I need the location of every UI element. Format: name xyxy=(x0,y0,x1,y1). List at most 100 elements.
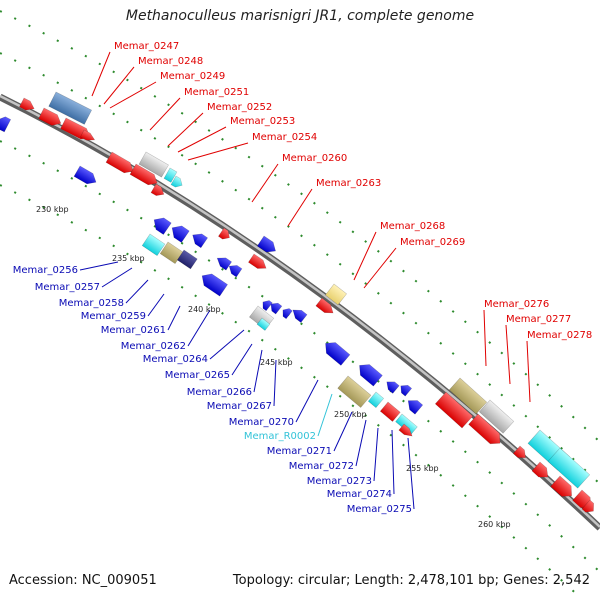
reverse-gene-label[interactable]: Memar_0270 xyxy=(229,417,294,428)
reverse-gene-label[interactable]: Memar_R0002 xyxy=(244,431,316,442)
gene-feature[interactable] xyxy=(355,360,383,387)
gene-feature[interactable] xyxy=(48,91,92,125)
forward-leader-line xyxy=(187,142,249,161)
gene-feature[interactable] xyxy=(163,167,178,183)
forward-gene-label[interactable]: Memar_0254 xyxy=(252,132,317,143)
reverse-leader-line xyxy=(407,437,415,510)
gene-feature[interactable] xyxy=(384,378,400,394)
reverse-gene-label[interactable]: Memar_0272 xyxy=(289,461,354,472)
reverse-gene-label[interactable]: Memar_0274 xyxy=(327,489,392,500)
gene-feature[interactable] xyxy=(214,254,232,271)
forward-gene-label[interactable]: Memar_0278 xyxy=(527,330,592,341)
gene-feature[interactable] xyxy=(105,151,136,176)
forward-gene-label[interactable]: Memar_0263 xyxy=(316,178,381,189)
gene-feature[interactable] xyxy=(80,129,96,143)
gene-feature[interactable] xyxy=(478,399,515,434)
gene-feature[interactable] xyxy=(404,396,424,415)
gene-feature[interactable] xyxy=(248,253,269,272)
gene-feature[interactable] xyxy=(581,499,597,516)
gene-feature[interactable] xyxy=(150,183,166,199)
reverse-gene-label[interactable]: Memar_0256 xyxy=(13,265,78,276)
gene-feature[interactable] xyxy=(337,375,372,408)
forward-leader-line xyxy=(363,247,397,289)
reverse-leader-line xyxy=(373,427,379,482)
gene-feature[interactable] xyxy=(531,461,552,482)
gene-feature[interactable] xyxy=(325,283,347,306)
forward-gene-label[interactable]: Memar_0269 xyxy=(400,237,465,248)
gene-feature[interactable] xyxy=(321,338,351,366)
forward-gene-label[interactable]: Memar_0252 xyxy=(207,102,272,113)
forward-gene-label[interactable]: Memar_0253 xyxy=(230,116,295,127)
gene-feature[interactable] xyxy=(434,391,474,429)
gene-feature[interactable] xyxy=(73,165,99,187)
gene-feature[interactable] xyxy=(176,249,198,270)
tick-rows xyxy=(0,10,600,600)
label-leader-lines xyxy=(79,51,531,510)
reverse-gene-label[interactable]: Memar_0271 xyxy=(267,446,332,457)
reverse-leader-line xyxy=(125,279,149,304)
gene-feature[interactable] xyxy=(189,230,208,249)
gene-feature[interactable] xyxy=(198,270,228,297)
gene-feature[interactable] xyxy=(468,413,505,448)
gene-feature[interactable] xyxy=(290,306,308,323)
forward-gene-label[interactable]: Memar_0268 xyxy=(380,221,445,232)
reverse-leader-line xyxy=(355,419,367,467)
gene-feature[interactable] xyxy=(19,97,36,113)
scale-tick-row xyxy=(0,140,600,573)
forward-leader-line xyxy=(353,231,377,281)
gene-feature[interactable] xyxy=(226,262,243,278)
gene-feature[interactable] xyxy=(398,423,415,439)
scale-tick-row xyxy=(0,10,600,443)
gene-feature[interactable] xyxy=(129,163,160,188)
reverse-gene-label[interactable]: Memar_0261 xyxy=(101,325,166,336)
gene-feature[interactable] xyxy=(141,233,166,257)
forward-gene-label[interactable]: Memar_0276 xyxy=(484,299,549,310)
forward-leader-line xyxy=(505,324,511,385)
gene-feature[interactable] xyxy=(448,377,488,415)
gene-feature[interactable] xyxy=(550,475,577,501)
gene-feature[interactable] xyxy=(0,114,12,133)
forward-gene-label[interactable]: Memar_0251 xyxy=(184,87,249,98)
reverse-gene-label[interactable]: Memar_0259 xyxy=(81,311,146,322)
gene-labels: Memar_0247Memar_0248Memar_0249Memar_0251… xyxy=(13,41,592,515)
reverse-gene-label[interactable]: Memar_0262 xyxy=(121,341,186,352)
reverse-gene-label[interactable]: Memar_0265 xyxy=(165,370,230,381)
gene-feature[interactable] xyxy=(379,401,401,422)
reverse-gene-label[interactable]: Memar_0273 xyxy=(307,476,372,487)
reverse-gene-label[interactable]: Memar_0266 xyxy=(187,387,252,398)
reverse-gene-label[interactable]: Memar_0257 xyxy=(35,282,100,293)
reverse-gene-label[interactable]: Memar_0275 xyxy=(347,504,412,515)
gene-feature[interactable] xyxy=(218,227,232,242)
gene-feature[interactable] xyxy=(159,241,184,265)
gene-feature[interactable] xyxy=(168,222,190,243)
forward-gene-label[interactable]: Memar_0260 xyxy=(282,153,347,164)
forward-gene-label[interactable]: Memar_0249 xyxy=(160,71,225,82)
gene-feature[interactable] xyxy=(280,306,293,320)
genome-backbone-highlight xyxy=(0,94,600,528)
forward-gene-label[interactable]: Memar_0247 xyxy=(114,41,179,52)
gene-feature[interactable] xyxy=(268,300,283,315)
gene-feature[interactable] xyxy=(150,214,172,235)
scale-tick-row xyxy=(0,184,585,600)
scale-tick-label: 240 kbp xyxy=(188,305,221,314)
gene-feature[interactable] xyxy=(256,317,271,331)
gene-feature[interactable] xyxy=(260,298,273,312)
gene-features xyxy=(0,91,597,516)
gene-feature[interactable] xyxy=(398,382,413,397)
gene-feature[interactable] xyxy=(315,297,336,317)
gene-feature[interactable] xyxy=(38,107,64,129)
forward-gene-label[interactable]: Memar_0277 xyxy=(506,314,571,325)
reverse-gene-label[interactable]: Memar_0264 xyxy=(143,354,208,365)
gene-feature[interactable] xyxy=(170,175,185,190)
forward-leader-line xyxy=(167,112,204,147)
gene-feature[interactable] xyxy=(512,445,529,461)
gene-feature[interactable] xyxy=(367,391,385,408)
scale-tick-label: 250 kbp xyxy=(334,410,367,419)
reverse-gene-label[interactable]: Memar_0267 xyxy=(207,401,272,412)
gene-feature[interactable] xyxy=(138,151,169,178)
gene-feature[interactable] xyxy=(256,235,279,256)
reverse-gene-label[interactable]: Memar_0258 xyxy=(59,298,124,309)
forward-gene-label[interactable]: Memar_0248 xyxy=(138,56,203,67)
gene-feature[interactable] xyxy=(547,447,591,489)
